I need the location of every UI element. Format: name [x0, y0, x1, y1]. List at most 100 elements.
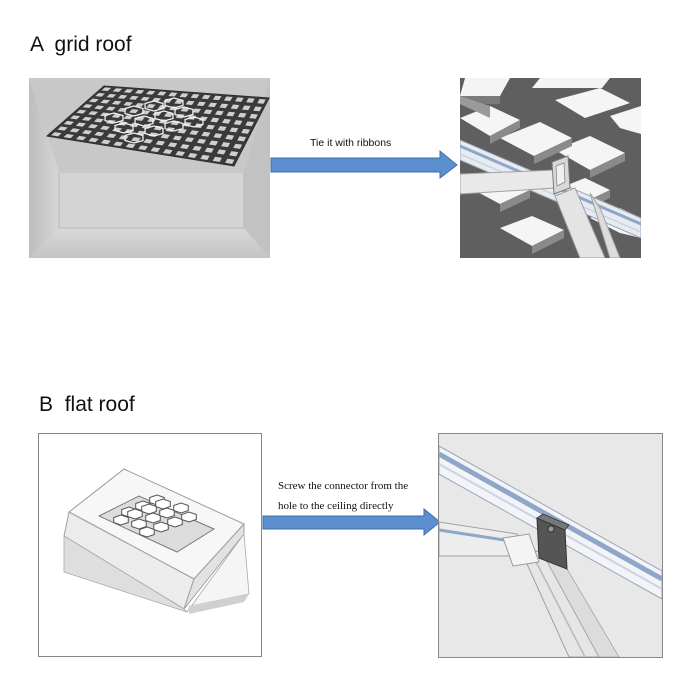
grid-cell: [123, 115, 134, 120]
grid-cell: [57, 126, 68, 131]
section-a-title: A grid roof: [30, 33, 132, 57]
grid-cell: [187, 152, 198, 158]
grid-cell: [134, 89, 145, 94]
hex-light-outline: [134, 115, 154, 127]
grid-cell: [246, 98, 255, 103]
grid-cell: [118, 135, 129, 140]
grid-cell: [229, 127, 239, 133]
grid-cell: [198, 116, 208, 122]
grid-cell: [235, 97, 244, 102]
grid-cell: [146, 90, 156, 95]
section-a-name: grid roof: [54, 33, 132, 56]
grid-cell: [216, 149, 227, 155]
grid-cell: [229, 151, 239, 157]
grid-cell: [204, 147, 214, 153]
grid-cell: [75, 122, 86, 127]
grid-cell: [233, 143, 243, 149]
flat-roof-room-illustration: [63, 468, 250, 614]
grid-cell: [200, 154, 210, 160]
grid-cell: [94, 105, 105, 110]
grid-cell: [88, 137, 99, 143]
grid-cell: [179, 93, 189, 98]
hex-light-outline: [124, 105, 144, 117]
arrow-a-label: Tie it with ribbons: [310, 137, 392, 149]
grid-cell: [63, 120, 74, 125]
grid-cell: [253, 106, 262, 112]
grid-cell: [226, 111, 236, 117]
grid-cell: [81, 130, 93, 135]
grid-cell: [230, 104, 240, 110]
grid-cell: [93, 118, 104, 123]
hex-light-outline: [184, 116, 204, 128]
hex-light-panel: [181, 511, 197, 523]
arrow-b-wrapper: Screw the connector from the hole to the…: [262, 476, 442, 546]
grid-cell: [205, 124, 215, 130]
hex-light-outline: [144, 100, 164, 112]
hex-light-panel: [155, 498, 171, 510]
grid-cell: [129, 109, 139, 114]
arrow-b-label-line-1: Screw the connector from the: [278, 480, 409, 492]
hex-light-outline: [164, 97, 184, 109]
grid-cell: [184, 137, 195, 143]
section-b-name: flat roof: [64, 393, 135, 416]
flat-roof-room-image: [38, 433, 262, 657]
grid-cell: [87, 124, 99, 129]
grid-cell: [146, 117, 157, 123]
hex-light-panel: [167, 516, 183, 528]
hex-light-outline: [144, 125, 164, 137]
grid-cell: [257, 99, 266, 104]
grid-cell: [160, 133, 171, 139]
grid-cell: [117, 94, 128, 99]
hex-light-panel: [153, 521, 169, 533]
grid-cell: [100, 139, 111, 145]
arrow-b: [262, 507, 441, 537]
grid-cell: [249, 113, 258, 119]
grid-cell: [101, 87, 112, 92]
grid-cell: [221, 142, 231, 148]
hex-light-outline: [164, 120, 184, 132]
grid-cell: [185, 100, 195, 105]
grid-cell: [210, 117, 220, 123]
grid-cell: [172, 135, 183, 141]
grid-cell: [190, 94, 200, 99]
grid-cell: [212, 95, 222, 101]
hex-light-panel: [145, 512, 161, 524]
grid-cell: [105, 106, 116, 111]
grid-cell: [75, 135, 87, 141]
grid-cell: [69, 128, 80, 133]
grid-cell: [155, 140, 166, 146]
grid-cell: [203, 109, 213, 115]
grid-cell: [146, 104, 156, 109]
grid-cell: [51, 132, 62, 137]
hex-light-panel: [127, 508, 143, 520]
grid-cell: [131, 137, 141, 142]
grid-cell: [138, 145, 148, 151]
hex-light-outline: [124, 132, 144, 144]
arrow-a: [270, 149, 458, 180]
grid-cell: [245, 121, 254, 127]
flat-roof-detail-illustration: [439, 434, 662, 657]
grid-cell: [174, 99, 184, 104]
grid-cell: [70, 115, 81, 120]
grid-cell: [63, 133, 74, 139]
grid-cell: [241, 105, 251, 111]
grid-cell: [134, 102, 145, 108]
grid-cell: [180, 144, 190, 150]
grid-cell: [143, 138, 154, 144]
grid-cell: [189, 130, 199, 136]
grid-cell: [223, 96, 233, 101]
grid-cell: [106, 133, 117, 139]
grid-cell: [213, 133, 223, 139]
grid-cell: [201, 131, 211, 137]
grid-cell: [88, 98, 99, 103]
grid-cell: [95, 92, 106, 97]
grid-cell: [196, 138, 207, 144]
hex-light-outline: [114, 122, 134, 134]
grid-cell: [219, 103, 229, 109]
grid-cell: [82, 104, 93, 109]
grid-cell: [201, 94, 211, 100]
grid-cell: [192, 145, 202, 151]
grid-cell: [111, 100, 122, 105]
grid-cell: [208, 102, 217, 108]
grid-cell: [140, 96, 150, 101]
